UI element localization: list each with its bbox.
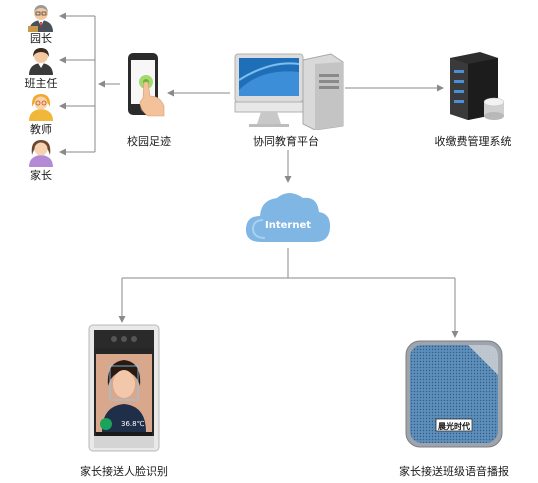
head-teacher-person-icon: [27, 45, 55, 79]
computer-workstation-icon: [231, 50, 347, 134]
voice-speaker-icon: [404, 339, 504, 455]
face-recognition-label: 家长接送人脸识别: [80, 465, 168, 478]
temperature-readout: 36.8℃: [121, 420, 145, 428]
platform-label: 协同教育平台: [253, 135, 319, 148]
parent-person-icon: [27, 137, 55, 171]
voice-broadcast-label: 家长接送班级语音播报: [399, 465, 509, 478]
internet-label: Internet: [264, 220, 312, 231]
role-label-teacher: 教师: [30, 123, 52, 136]
smartphone-touch-icon: [126, 52, 168, 122]
server-database-icon: [446, 50, 506, 124]
role-label-head-teacher: 班主任: [24, 77, 58, 90]
principal-person-icon: [26, 2, 56, 36]
campus-footprint-label: 校园足迹: [127, 135, 171, 148]
face-recognition-device-icon: [88, 324, 160, 456]
internet-cloud-icon: [243, 186, 333, 250]
speaker-brand-text: 晨光时代: [438, 422, 470, 431]
role-label-principal: 园长: [30, 32, 52, 45]
role-label-parent: 家长: [30, 169, 52, 182]
teacher-person-icon: [27, 91, 55, 125]
billing-system-label: 收缴费管理系统: [434, 135, 512, 148]
